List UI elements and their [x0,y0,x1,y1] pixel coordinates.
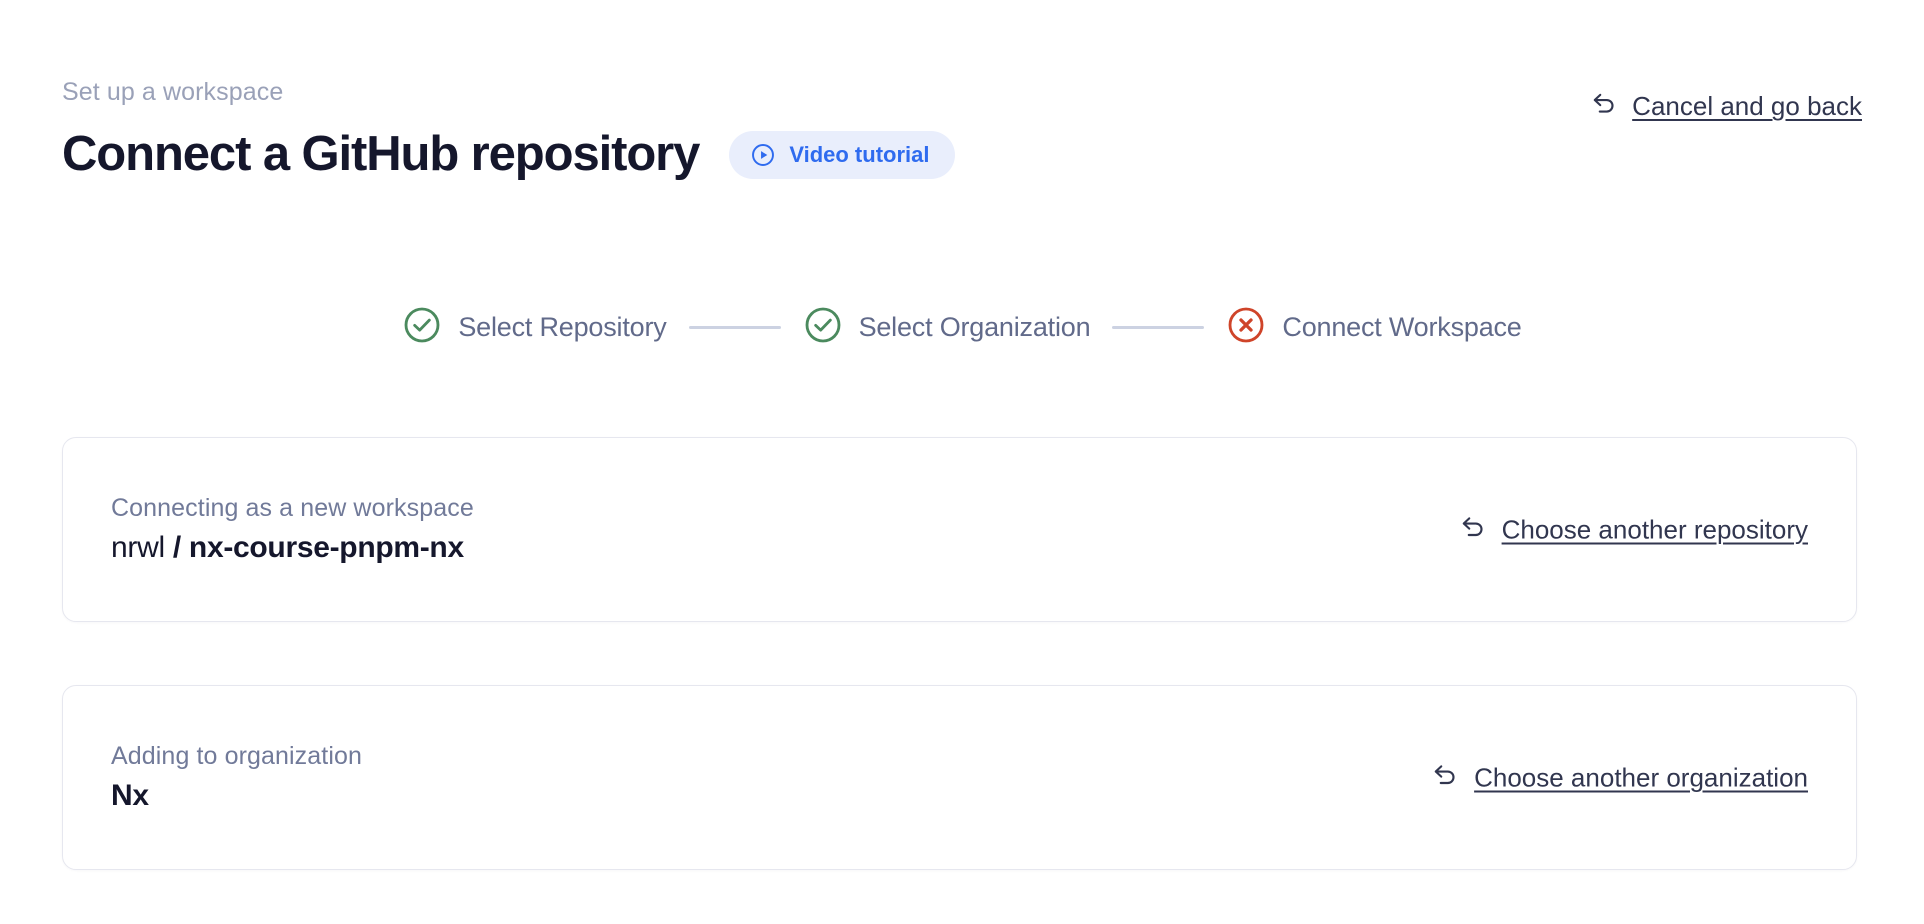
organization-card-text: Adding to organization Nx [111,744,362,811]
repository-card: Connecting as a new workspace nrwl / nx-… [62,437,1857,622]
check-circle-icon [803,305,843,350]
repository-card-value: nrwl / nx-course-pnpm-nx [111,533,474,563]
play-circle-icon [750,142,776,168]
video-tutorial-button[interactable]: Video tutorial [729,130,956,179]
stepper-step-select-organization[interactable]: Select Organization [803,305,1091,350]
choose-another-organization-label: Choose another organization [1474,762,1808,792]
repository-card-caption: Connecting as a new workspace [111,494,474,522]
stepper-step-connect-workspace[interactable]: Connect Workspace [1226,305,1522,350]
video-tutorial-label: Video tutorial [789,141,930,167]
organization-card-caption: Adding to organization [111,742,362,770]
cancel-and-go-back-label: Cancel and go back [1632,91,1862,121]
page-title: Connect a GitHub repository [62,127,700,181]
undo-arrow-icon [1430,759,1460,796]
breadcrumb-eyebrow: Set up a workspace [62,78,284,106]
choose-another-repository-label: Choose another repository [1501,514,1808,544]
x-circle-icon [1226,305,1266,350]
stepper-label-select-repository: Select Repository [458,312,667,342]
stepper-label-connect-workspace: Connect Workspace [1282,312,1522,342]
choose-another-repository-link[interactable]: Choose another repository [1458,511,1808,548]
repository-name: nx-course-pnpm-nx [188,531,464,564]
stepper-label-select-organization: Select Organization [858,312,1091,342]
title-row: Connect a GitHub repository Video tutori… [62,127,1862,181]
repository-separator: / [164,531,189,564]
organization-card: Adding to organization Nx Choose another… [62,685,1857,870]
repository-owner: nrwl [111,531,165,564]
cancel-and-go-back-link[interactable]: Cancel and go back [1589,88,1862,125]
stepper-connector-2 [1112,326,1205,329]
organization-card-value: Nx [111,779,149,812]
stepper-step-select-repository[interactable]: Select Repository [402,305,667,350]
page-header: Set up a workspace Connect a GitHub repo… [62,80,1862,190]
check-circle-icon [402,305,442,350]
stepper-connector-1 [688,326,781,329]
choose-another-organization-link[interactable]: Choose another organization [1430,759,1808,796]
undo-arrow-icon [1589,88,1619,125]
repository-card-text: Connecting as a new workspace nrwl / nx-… [111,496,474,563]
progress-stepper: Select Repository Select Organization Co… [0,305,1924,350]
undo-arrow-icon [1458,511,1488,548]
